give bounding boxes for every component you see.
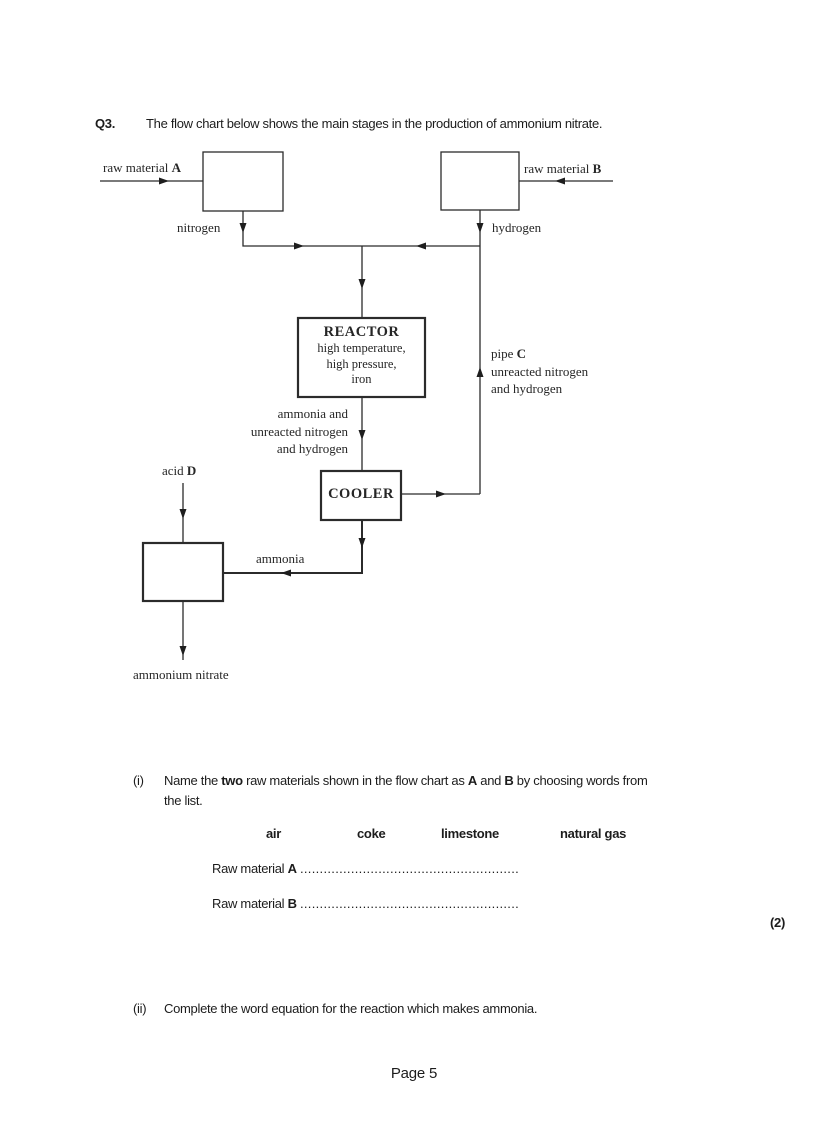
ammonium-nitrate-label: ammonium nitrate xyxy=(133,667,229,682)
question-intro: The flow chart below shows the main stag… xyxy=(146,116,603,131)
option-air: air xyxy=(266,826,282,841)
hydrogen-label: hydrogen xyxy=(492,220,542,235)
nitrogen-label: nitrogen xyxy=(177,220,221,235)
raw-b-process-box xyxy=(440,151,520,211)
arrow-hydrogen-down xyxy=(476,223,484,233)
ammonia-label: ammonia xyxy=(256,551,305,566)
arrow-feed-left xyxy=(416,242,426,250)
reactor-output-label: ammonia and unreacted nitrogen and hydro… xyxy=(250,406,348,456)
raw-material-a-label: raw material A xyxy=(103,160,181,175)
reactor-title: REACTOR xyxy=(323,324,400,340)
part-ii-label: (ii) xyxy=(133,1001,147,1016)
reactor-condition-2: high pressure, xyxy=(326,356,397,371)
answer-b-dotted-line[interactable]: ........................................… xyxy=(299,896,520,911)
marks-badge: (2) xyxy=(770,915,785,930)
arrow-feed-right xyxy=(294,242,304,250)
part-i-text-line1: Name the two raw materials shown in the … xyxy=(164,773,648,788)
final-process-box xyxy=(141,541,225,603)
ammonia-line xyxy=(223,520,363,574)
cooler-box xyxy=(319,469,403,522)
option-limestone: limestone xyxy=(441,826,499,841)
arrow-product-down xyxy=(179,646,187,656)
question-number: Q3. xyxy=(95,116,116,131)
part-ii-text: Complete the word equation for the react… xyxy=(164,1001,538,1016)
arrow-to-reactor xyxy=(358,279,366,289)
part-i-text-line2: the list. xyxy=(164,793,203,808)
arrow-to-cooler xyxy=(358,430,366,440)
reactor-box xyxy=(296,316,427,399)
option-coke: coke xyxy=(357,826,386,841)
pipe-c-label: pipe C unreacted nitrogen and hydrogen xyxy=(491,346,589,396)
answer-a-dotted-line[interactable]: ........................................… xyxy=(299,861,520,876)
cooler-label: COOLER xyxy=(328,486,394,502)
flow-chart-diagram xyxy=(100,151,613,660)
arrow-ammonia-left xyxy=(281,569,291,577)
answer-line-a[interactable]: Raw material A .........................… xyxy=(212,861,520,876)
option-natural-gas: natural gas xyxy=(560,826,627,841)
arrow-feed-b xyxy=(555,177,565,185)
arrow-nitrogen-down xyxy=(239,223,247,233)
answer-line-b[interactable]: Raw material B .........................… xyxy=(212,896,520,911)
reactor-condition-3: iron xyxy=(351,372,372,386)
acid-d-label: acid D xyxy=(162,463,197,478)
arrow-feed-a xyxy=(159,177,169,185)
arrow-cooler-right xyxy=(436,490,446,498)
arrow-pipe-c-up xyxy=(476,367,484,377)
raw-a-process-box xyxy=(202,151,284,212)
arrow-acid-down xyxy=(179,509,187,519)
reactor-condition-1: high temperature, xyxy=(317,341,406,355)
part-i-label: (i) xyxy=(133,773,144,788)
raw-material-b-label: raw material B xyxy=(524,161,602,176)
arrow-cooler-down xyxy=(358,538,366,548)
page-number: Page 5 xyxy=(390,1065,438,1082)
nitrogen-feed-line xyxy=(242,211,480,247)
reactor-label: REACTOR high temperature, high pressure,… xyxy=(298,323,425,388)
